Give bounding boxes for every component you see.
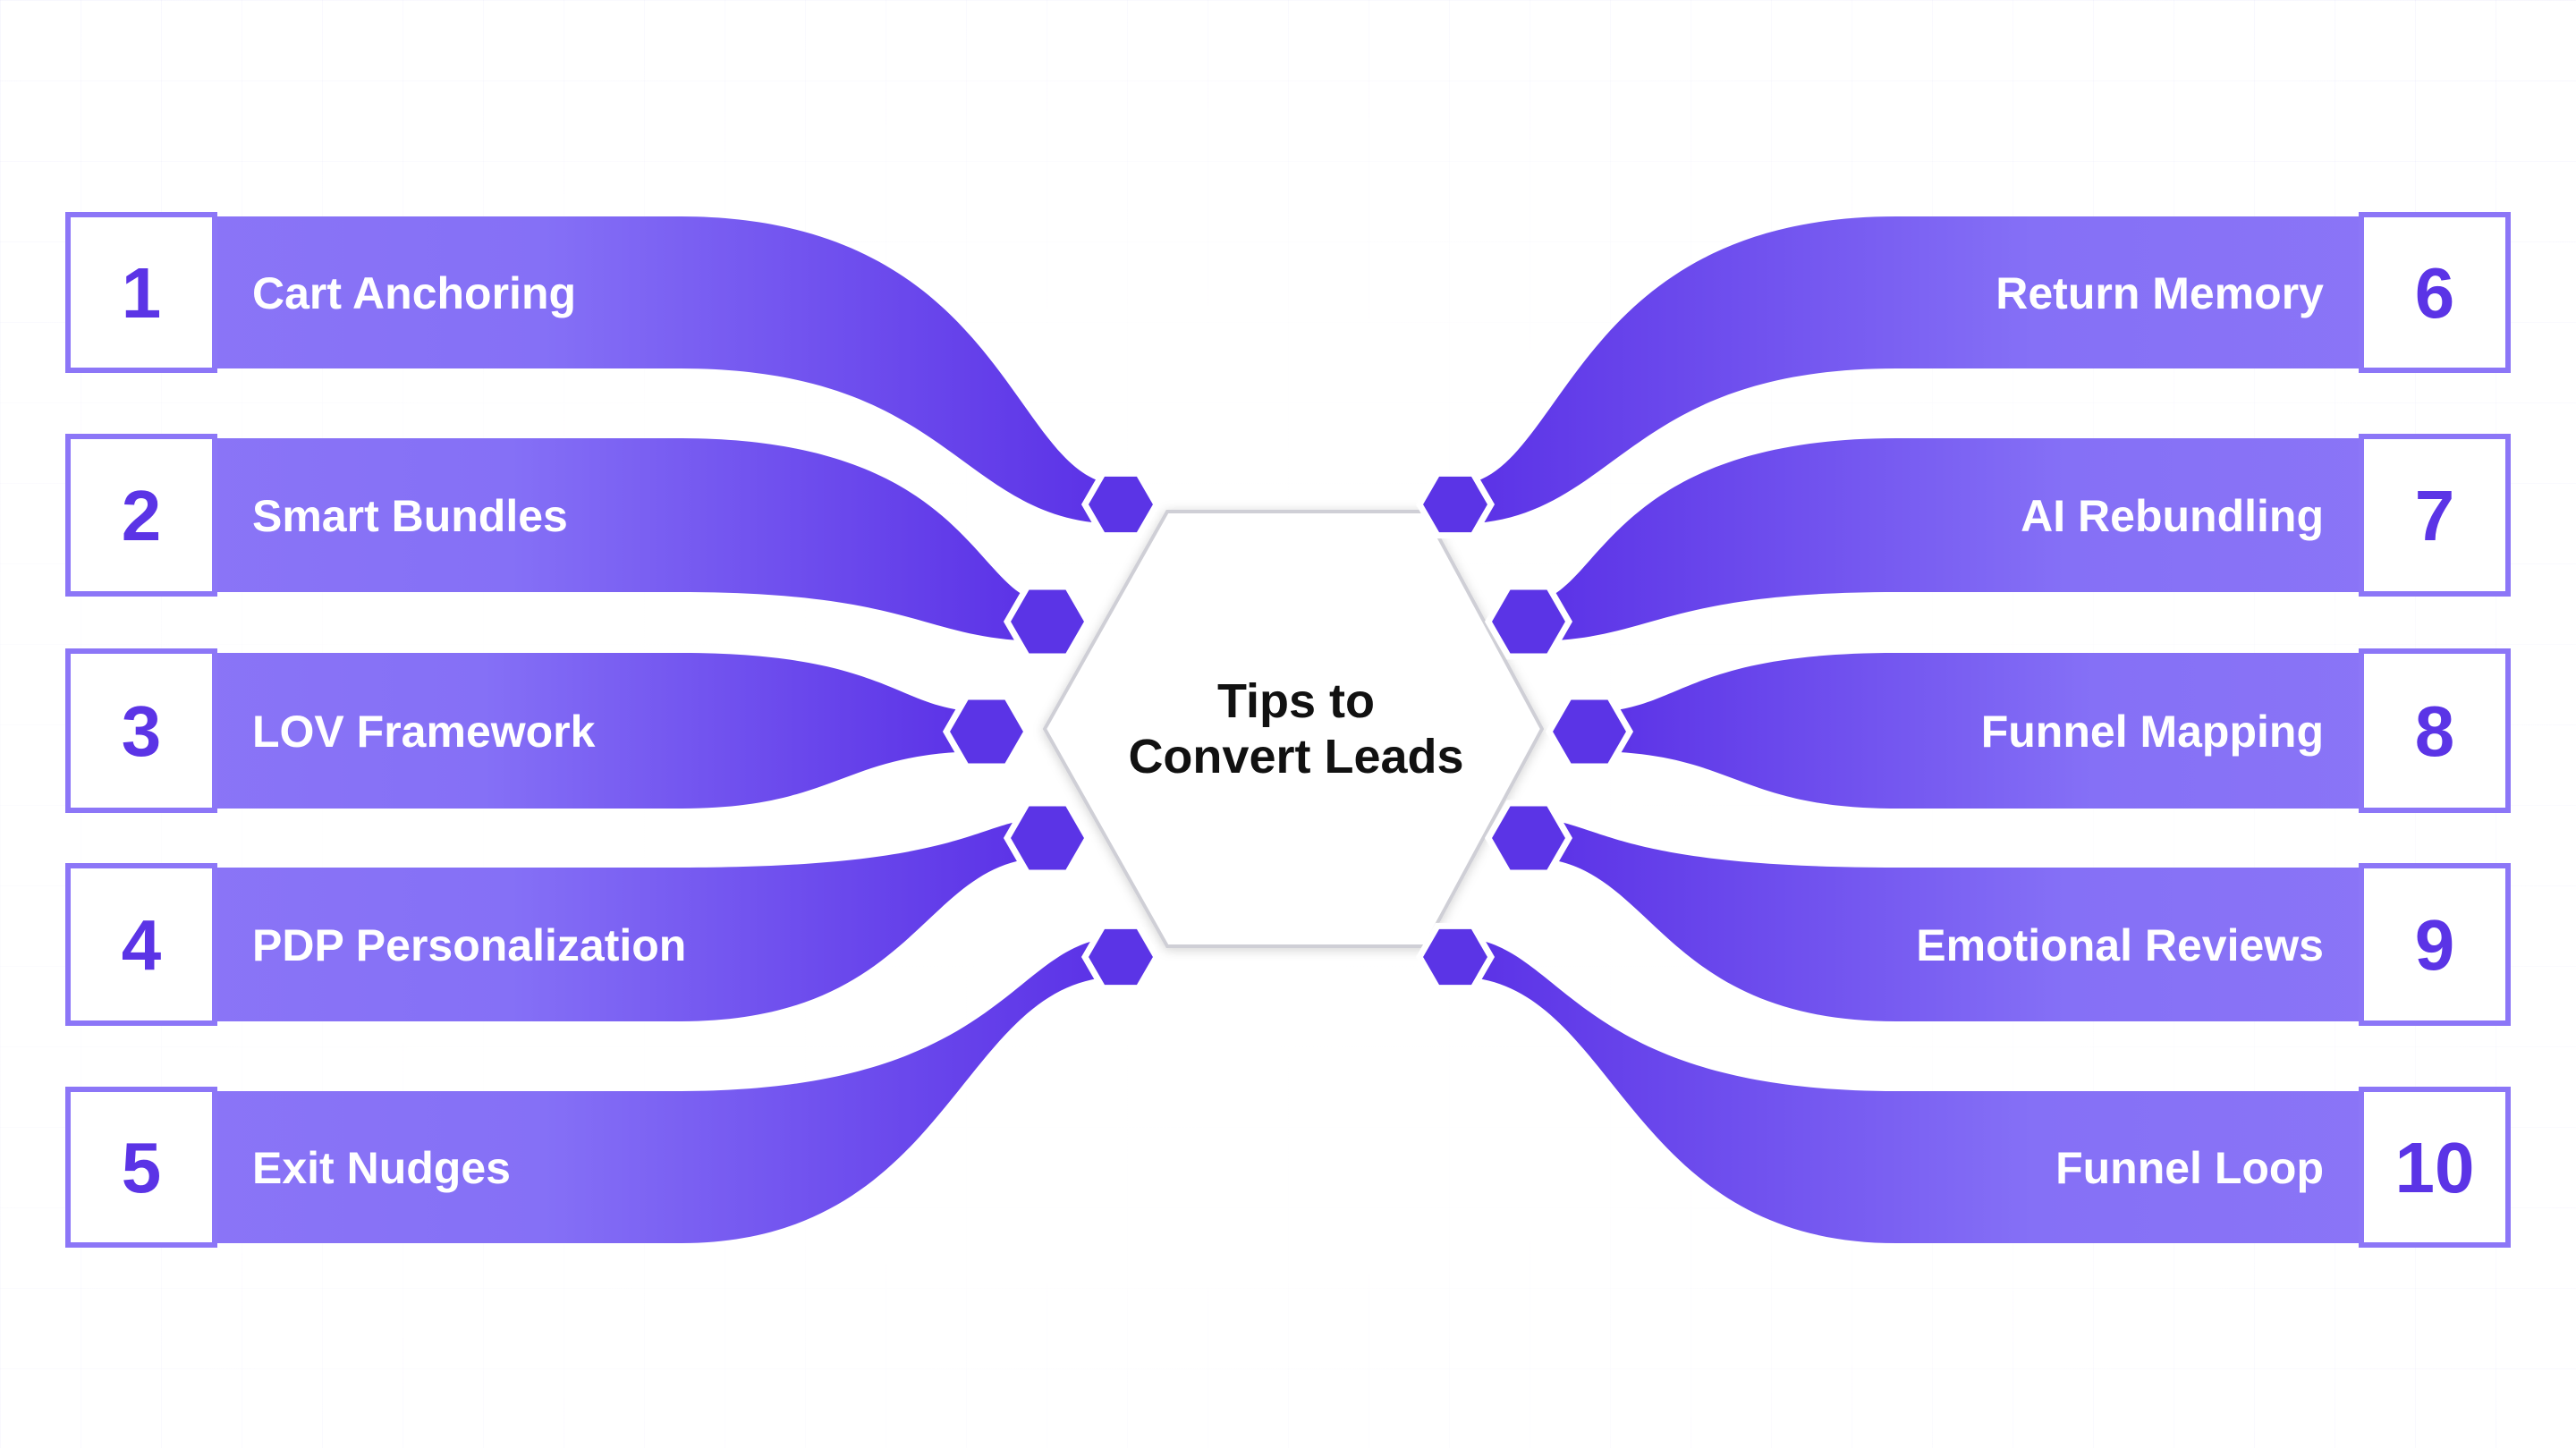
item-band: [72, 438, 1047, 641]
item-band: [72, 653, 987, 809]
left-item-3: [65, 648, 987, 813]
center-hexagon-shape: [1042, 510, 1545, 948]
right-item-7: [1529, 434, 2511, 641]
connector-node-7: [1484, 583, 1573, 660]
item-label: Funnel Loop: [2055, 1143, 2324, 1193]
number-box: [65, 212, 217, 373]
item-band: [72, 937, 1121, 1243]
connector-node-2: [1003, 583, 1092, 660]
item-band: [1455, 937, 2504, 1243]
connector-node-3: [942, 693, 1031, 770]
item-label: Return Memory: [1996, 268, 2324, 318]
connector-node-8: [1545, 693, 1634, 770]
number-box: [65, 1087, 217, 1248]
connector-node-10: [1415, 922, 1496, 992]
left-item-4: [65, 818, 1047, 1026]
item-band: [1455, 216, 2504, 524]
number-box: [65, 434, 217, 597]
item-number: 5: [122, 1128, 162, 1207]
right-item-10: [1455, 937, 2511, 1248]
right-item-6: [1455, 212, 2511, 524]
number-box: [2359, 212, 2511, 373]
connector-node-1: [1080, 470, 1161, 539]
item-label: Cart Anchoring: [252, 268, 576, 318]
item-label: Emotional Reviews: [1916, 920, 2324, 970]
center-hexagon: Tips to Convert Leads: [1042, 510, 1545, 948]
number-box: [2359, 863, 2511, 1026]
center-title-line1: Tips to: [1217, 674, 1375, 728]
item-number: 7: [2415, 476, 2455, 555]
item-band: [1589, 653, 2504, 809]
item-number: 4: [122, 905, 162, 985]
item-number: 9: [2415, 905, 2455, 985]
left-item-5: [65, 937, 1121, 1248]
left-items: 1 Cart Anchoring 2 Smart Bundles 3 LOV Framew…: [65, 212, 1121, 1248]
item-number: 6: [2415, 253, 2455, 333]
number-box: [65, 648, 217, 813]
item-label: Smart Bundles: [252, 491, 568, 541]
item-label: LOV Framework: [252, 707, 596, 757]
center-title-line2: Convert Leads: [1128, 730, 1463, 783]
item-label: PDP Personalization: [252, 920, 686, 970]
connector-node-5: [1080, 922, 1161, 992]
item-number: 10: [2395, 1128, 2475, 1207]
item-number: 2: [122, 476, 162, 555]
item-label: Exit Nudges: [252, 1143, 511, 1193]
item-label: Funnel Mapping: [1981, 707, 2324, 757]
item-band: [1529, 438, 2504, 641]
connector-node-4: [1003, 800, 1092, 876]
right-item-9: [1529, 818, 2511, 1026]
item-band: [72, 818, 1047, 1021]
number-box: [2359, 1087, 2511, 1248]
item-number: 8: [2415, 691, 2455, 771]
item-label: AI Rebundling: [2021, 491, 2324, 541]
connector-node-6: [1415, 470, 1496, 539]
left-item-2: [65, 434, 1047, 641]
right-item-8: [1589, 648, 2511, 813]
left-item-1: [65, 212, 1121, 524]
number-box: [2359, 648, 2511, 813]
connector-node-9: [1484, 800, 1573, 876]
item-number: 1: [122, 253, 162, 333]
item-band: [1529, 818, 2504, 1021]
item-number: 3: [122, 691, 162, 771]
item-band: [72, 216, 1121, 524]
right-items: 6 Return Memory 7 AI Rebundling 8 Funnel Mapp…: [1455, 212, 2511, 1248]
number-box: [2359, 434, 2511, 597]
number-box: [65, 863, 217, 1026]
connector-nodes: [942, 470, 1634, 992]
